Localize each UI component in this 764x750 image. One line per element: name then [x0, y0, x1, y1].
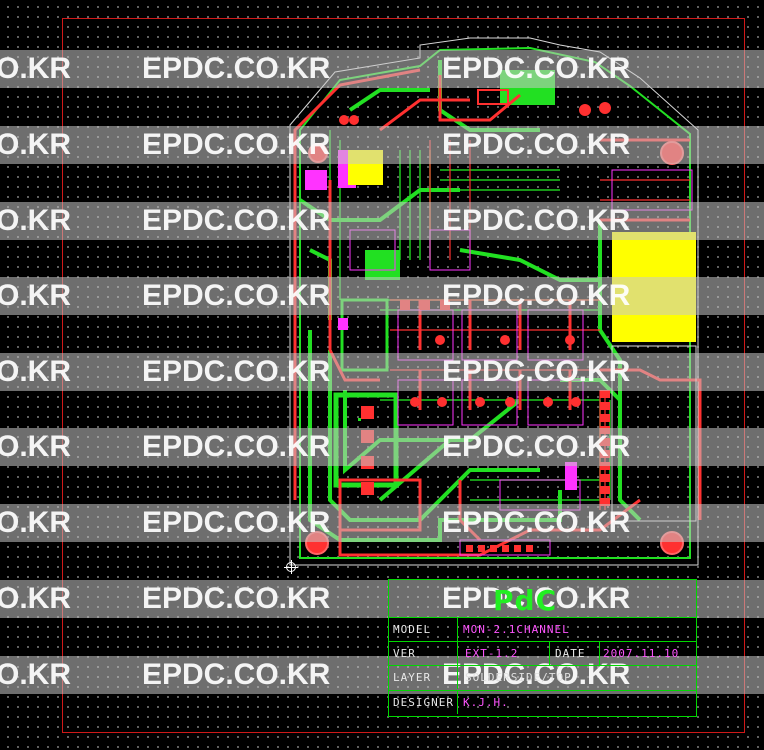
watermark-text: EPDC.CO.KR — [442, 430, 631, 463]
watermark-text: EPDC.CO.KR — [442, 52, 631, 85]
watermark-text: O.KR — [0, 355, 71, 388]
model-row: MODEL MON-2.1CHANNEL — [389, 617, 696, 641]
date-label: DATE — [555, 647, 586, 660]
layer-value: SOLDERSIDE/TOP — [465, 671, 572, 684]
ver-label: VER — [393, 647, 416, 660]
ver-row: VER EXT-1.2 DATE 2007.11.10 — [389, 641, 696, 665]
watermark-text: EPDC.CO.KR — [442, 506, 631, 539]
layer-row: LAYER SOLDERSIDE/TOP — [389, 665, 696, 689]
designer-label: DESIGNER — [393, 696, 454, 709]
watermark-text: EPDC.CO.KR — [442, 279, 631, 312]
watermark-text: EPDC.CO.KR — [442, 204, 631, 237]
watermark-text: EPDC.CO.KR — [142, 52, 331, 85]
ver-value: EXT-1.2 — [465, 647, 519, 660]
watermark-text: EPDC.CO.KR — [142, 658, 331, 691]
watermark-text: EPDC.CO.KR — [142, 430, 331, 463]
watermark-text: EPDC.CO.KR — [142, 128, 331, 161]
layer-label: LAYER — [393, 671, 432, 684]
designer-value: K.J.H. — [463, 696, 509, 709]
watermark-text: EPDC.CO.KR — [142, 355, 331, 388]
company-logo: PdC — [493, 584, 558, 617]
watermark-text: EPDC.CO.KR — [442, 128, 631, 161]
watermark-text: EPDC.CO.KR — [142, 506, 331, 539]
watermark-band: O.KR EPDC.CO.KR EPDC.CO.KR — [0, 202, 764, 240]
model-label: MODEL — [393, 623, 432, 636]
watermark-band: O.KR EPDC.CO.KR EPDC.CO.KR — [0, 353, 764, 391]
watermark-band: O.KR EPDC.CO.KR EPDC.CO.KR — [0, 50, 764, 88]
watermark-text: EPDC.CO.KR — [142, 279, 331, 312]
watermark-text: O.KR — [0, 430, 71, 463]
watermark-text: EPDC.CO.KR — [442, 658, 631, 691]
model-value: MON-2.1CHANNEL — [463, 623, 570, 636]
designer-row: DESIGNER K.J.H. — [389, 690, 696, 714]
watermark-text: O.KR — [0, 658, 71, 691]
watermark-text: O.KR — [0, 582, 71, 615]
watermark-text: EPDC.CO.KR — [142, 582, 331, 615]
origin-crosshair-icon — [284, 560, 298, 574]
watermark-text: O.KR — [0, 506, 71, 539]
watermark-text: O.KR — [0, 52, 71, 85]
watermark-band: O.KR EPDC.CO.KR EPDC.CO.KR — [0, 126, 764, 164]
title-block: PdC MODEL MON-2.1CHANNEL VER EXT-1.2 DAT… — [388, 579, 697, 717]
watermark-band: O.KR EPDC.CO.KR EPDC.CO.KR — [0, 428, 764, 466]
watermark-band: O.KR EPDC.CO.KR EPDC.CO.KR — [0, 277, 764, 315]
watermark-band: O.KR EPDC.CO.KR EPDC.CO.KR — [0, 504, 764, 542]
watermark-text: EPDC.CO.KR — [442, 355, 631, 388]
watermark-band: O.KR EPDC.CO.KR EPDC.CO.KR — [0, 580, 764, 618]
watermark-text: EPDC.CO.KR — [142, 204, 331, 237]
watermark-text: O.KR — [0, 204, 71, 237]
watermark-text: O.KR — [0, 279, 71, 312]
watermark-text: O.KR — [0, 128, 71, 161]
watermark-band: O.KR EPDC.CO.KR EPDC.CO.KR — [0, 656, 764, 694]
date-value: 2007.11.10 — [603, 647, 680, 660]
watermark-text: EPDC.CO.KR — [442, 582, 631, 615]
